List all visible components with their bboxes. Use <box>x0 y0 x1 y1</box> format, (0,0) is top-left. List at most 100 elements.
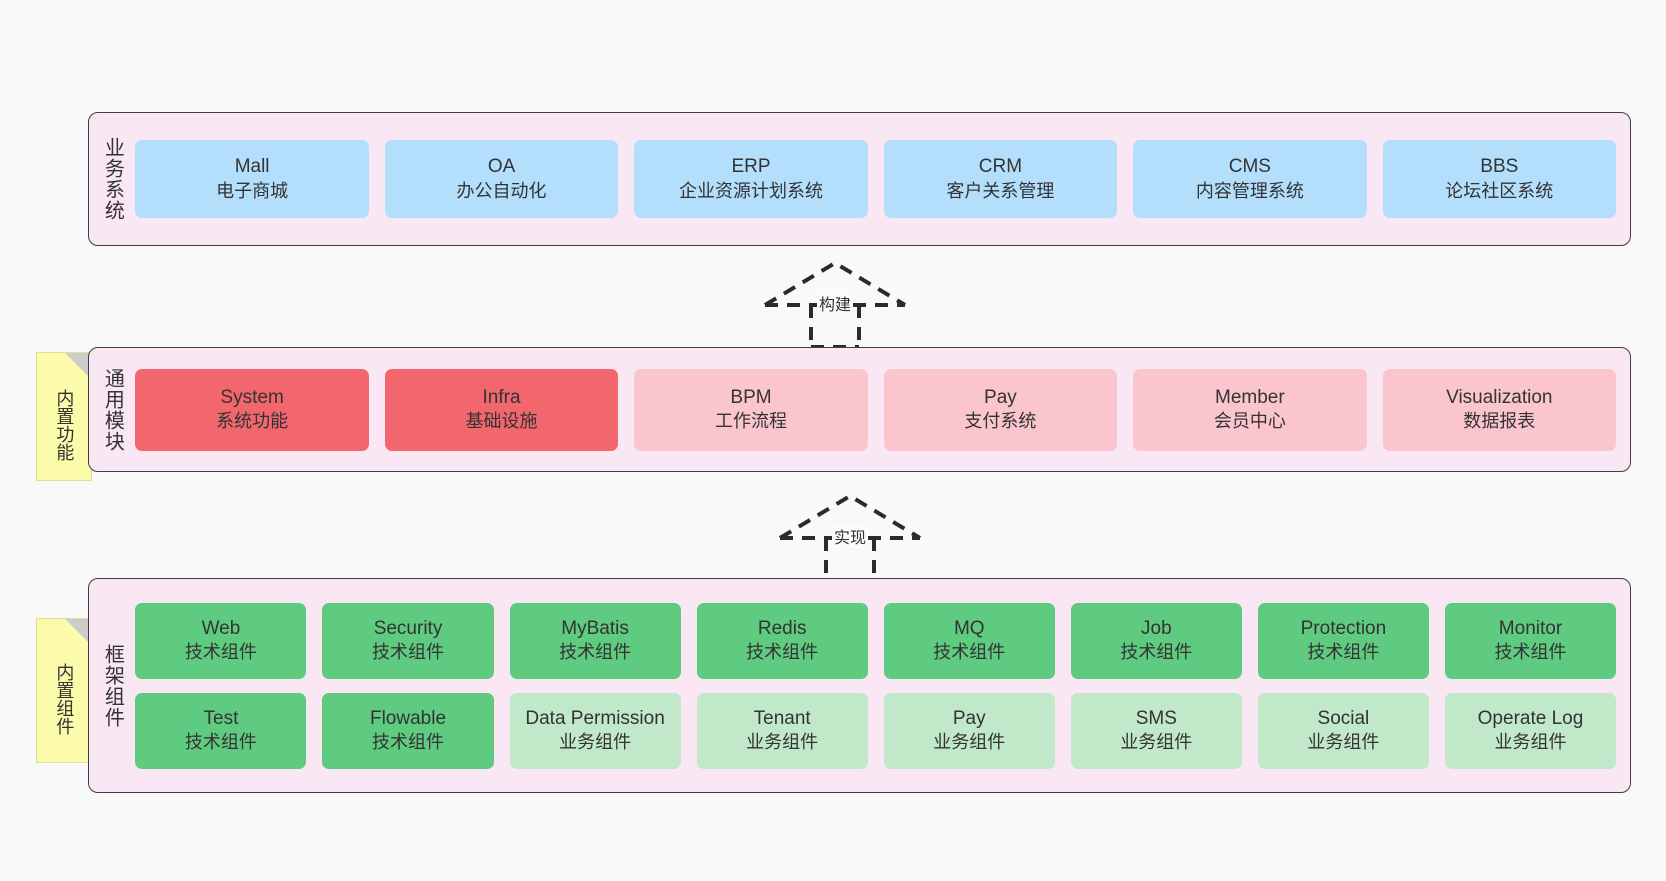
card-title: CRM <box>978 156 1023 178</box>
card-subtitle: 基础设施 <box>465 411 538 432</box>
card-visualization[interactable]: Visualization 数据报表 <box>1382 368 1617 451</box>
layer-body-framework-components: Web 技术组件 Security 技术组件 MyBatis 技术组件 Redi… <box>131 602 1630 769</box>
card-row: System 系统功能 Infra 基础设施 BPM 工作流程 Pay 支付系统… <box>135 368 1617 451</box>
card-subtitle: 业务组件 <box>1494 732 1567 753</box>
card-system[interactable]: System 系统功能 <box>135 368 369 451</box>
card-title: Job <box>1141 617 1172 639</box>
build-connector-label: 构建 <box>817 291 854 315</box>
card-title: MyBatis <box>561 617 629 639</box>
card-subtitle: 技术组件 <box>372 642 444 663</box>
layer-framework-components: 框架组件 Web 技术组件 Security 技术组件 MyBatis 技术组件… <box>88 578 1631 793</box>
card-subtitle: 技术组件 <box>746 642 819 663</box>
card-title: Web <box>201 617 241 639</box>
note-label: 内置组件 <box>54 662 75 735</box>
card-title: Infra <box>482 386 521 408</box>
card-title: Test <box>203 707 239 729</box>
card-mq[interactable]: MQ 技术组件 <box>883 602 1055 679</box>
layer-label-framework-components: 框架组件 <box>101 643 124 728</box>
card-data-permission[interactable]: Data Permission 业务组件 <box>509 692 681 769</box>
card-row: Test 技术组件 Flowable 技术组件 Data Permission … <box>135 692 1617 769</box>
card-mall[interactable]: Mall 电子商城 <box>135 140 369 218</box>
card-row: Mall 电子商城 OA 办公自动化 ERP 企业资源计划系统 CRM 客户关系… <box>135 140 1617 218</box>
card-subtitle: 业务组件 <box>746 732 819 753</box>
card-title: OA <box>487 156 516 178</box>
card-pay-module[interactable]: Pay 支付系统 <box>883 368 1118 451</box>
card-web[interactable]: Web 技术组件 <box>135 602 307 679</box>
card-social[interactable]: Social 业务组件 <box>1257 692 1429 769</box>
layer-business-systems: 业务系统 Mall 电子商城 OA 办公自动化 ERP 企业资源计划系统 CRM… <box>88 112 1631 246</box>
card-title: Pay <box>952 707 986 729</box>
card-subtitle: 业务组件 <box>1120 732 1193 753</box>
card-subtitle: 电子商城 <box>216 180 289 201</box>
card-title: Visualization <box>1446 386 1553 408</box>
card-title: CMS <box>1228 156 1271 178</box>
build-connector: 构建 <box>755 255 915 350</box>
note-builtin-features: 内置功能 <box>36 352 92 481</box>
card-subtitle: 技术组件 <box>559 642 632 663</box>
card-protection[interactable]: Protection 技术组件 <box>1257 602 1429 679</box>
card-monitor[interactable]: Monitor 技术组件 <box>1444 602 1617 679</box>
card-subtitle: 技术组件 <box>372 732 444 753</box>
card-infra[interactable]: Infra 基础设施 <box>384 368 619 451</box>
card-cms[interactable]: CMS 内容管理系统 <box>1133 140 1367 218</box>
implement-connector-label: 实现 <box>832 524 869 548</box>
card-pay-component[interactable]: Pay 业务组件 <box>883 692 1055 769</box>
card-mybatis[interactable]: MyBatis 技术组件 <box>509 602 681 679</box>
card-subtitle: 数据报表 <box>1463 411 1536 432</box>
card-subtitle: 论坛社区系统 <box>1445 180 1554 201</box>
card-subtitle: 技术组件 <box>1494 642 1567 663</box>
card-title: Security <box>373 617 443 639</box>
card-subtitle: 技术组件 <box>184 642 257 663</box>
card-subtitle: 企业资源计划系统 <box>678 180 823 201</box>
card-title: Social <box>1317 707 1370 729</box>
note-builtin-components: 内置组件 <box>36 618 92 763</box>
card-title: SMS <box>1135 707 1177 729</box>
card-subtitle: 系统功能 <box>216 411 289 432</box>
card-erp[interactable]: ERP 企业资源计划系统 <box>634 140 868 218</box>
card-bpm[interactable]: BPM 工作流程 <box>634 368 868 451</box>
card-title: BBS <box>1480 156 1519 178</box>
card-crm[interactable]: CRM 客户关系管理 <box>883 140 1118 218</box>
card-title: Protection <box>1300 617 1387 639</box>
card-subtitle: 业务组件 <box>1307 732 1380 753</box>
layer-body-business-systems: Mall 电子商城 OA 办公自动化 ERP 企业资源计划系统 CRM 客户关系… <box>131 140 1630 218</box>
card-title: Operate Log <box>1477 707 1584 729</box>
card-subtitle: 工作流程 <box>714 411 787 432</box>
card-subtitle: 技术组件 <box>184 732 257 753</box>
card-test[interactable]: Test 技术组件 <box>135 692 307 769</box>
folded-corner-icon <box>65 353 91 379</box>
card-oa[interactable]: OA 办公自动化 <box>384 140 619 218</box>
card-subtitle: 技术组件 <box>1307 642 1380 663</box>
card-subtitle: 业务组件 <box>933 732 1006 753</box>
layer-label-business-systems: 业务系统 <box>101 137 124 221</box>
card-subtitle: 支付系统 <box>964 411 1037 432</box>
card-tenant[interactable]: Tenant 业务组件 <box>696 692 868 769</box>
card-job[interactable]: Job 技术组件 <box>1070 602 1242 679</box>
layer-label-common-modules: 通用模块 <box>101 367 124 452</box>
card-security[interactable]: Security 技术组件 <box>322 602 494 679</box>
implement-connector: 实现 <box>770 488 930 583</box>
card-title: Member <box>1215 386 1285 408</box>
card-subtitle: 客户关系管理 <box>946 180 1055 201</box>
card-sms[interactable]: SMS 业务组件 <box>1070 692 1242 769</box>
note-label: 内置功能 <box>54 388 75 461</box>
card-title: Monitor <box>1498 617 1563 639</box>
card-title: System <box>220 386 284 408</box>
card-title: Pay <box>984 386 1017 408</box>
card-subtitle: 技术组件 <box>933 642 1006 663</box>
card-title: Tenant <box>753 707 811 729</box>
card-redis[interactable]: Redis 技术组件 <box>696 602 868 679</box>
card-title: Redis <box>757 617 807 639</box>
card-title: Flowable <box>369 707 447 729</box>
card-title: BPM <box>730 386 772 408</box>
card-title: MQ <box>953 617 985 639</box>
card-operate-log[interactable]: Operate Log 业务组件 <box>1444 692 1617 769</box>
card-bbs[interactable]: BBS 论坛社区系统 <box>1382 140 1617 218</box>
card-subtitle: 技术组件 <box>1120 642 1193 663</box>
card-flowable[interactable]: Flowable 技术组件 <box>322 692 494 769</box>
card-title: Mall <box>234 156 270 178</box>
card-subtitle: 业务组件 <box>559 732 632 753</box>
card-member[interactable]: Member 会员中心 <box>1133 368 1367 451</box>
layer-common-modules: 通用模块 System 系统功能 Infra 基础设施 BPM 工作流程 Pay… <box>88 347 1631 472</box>
